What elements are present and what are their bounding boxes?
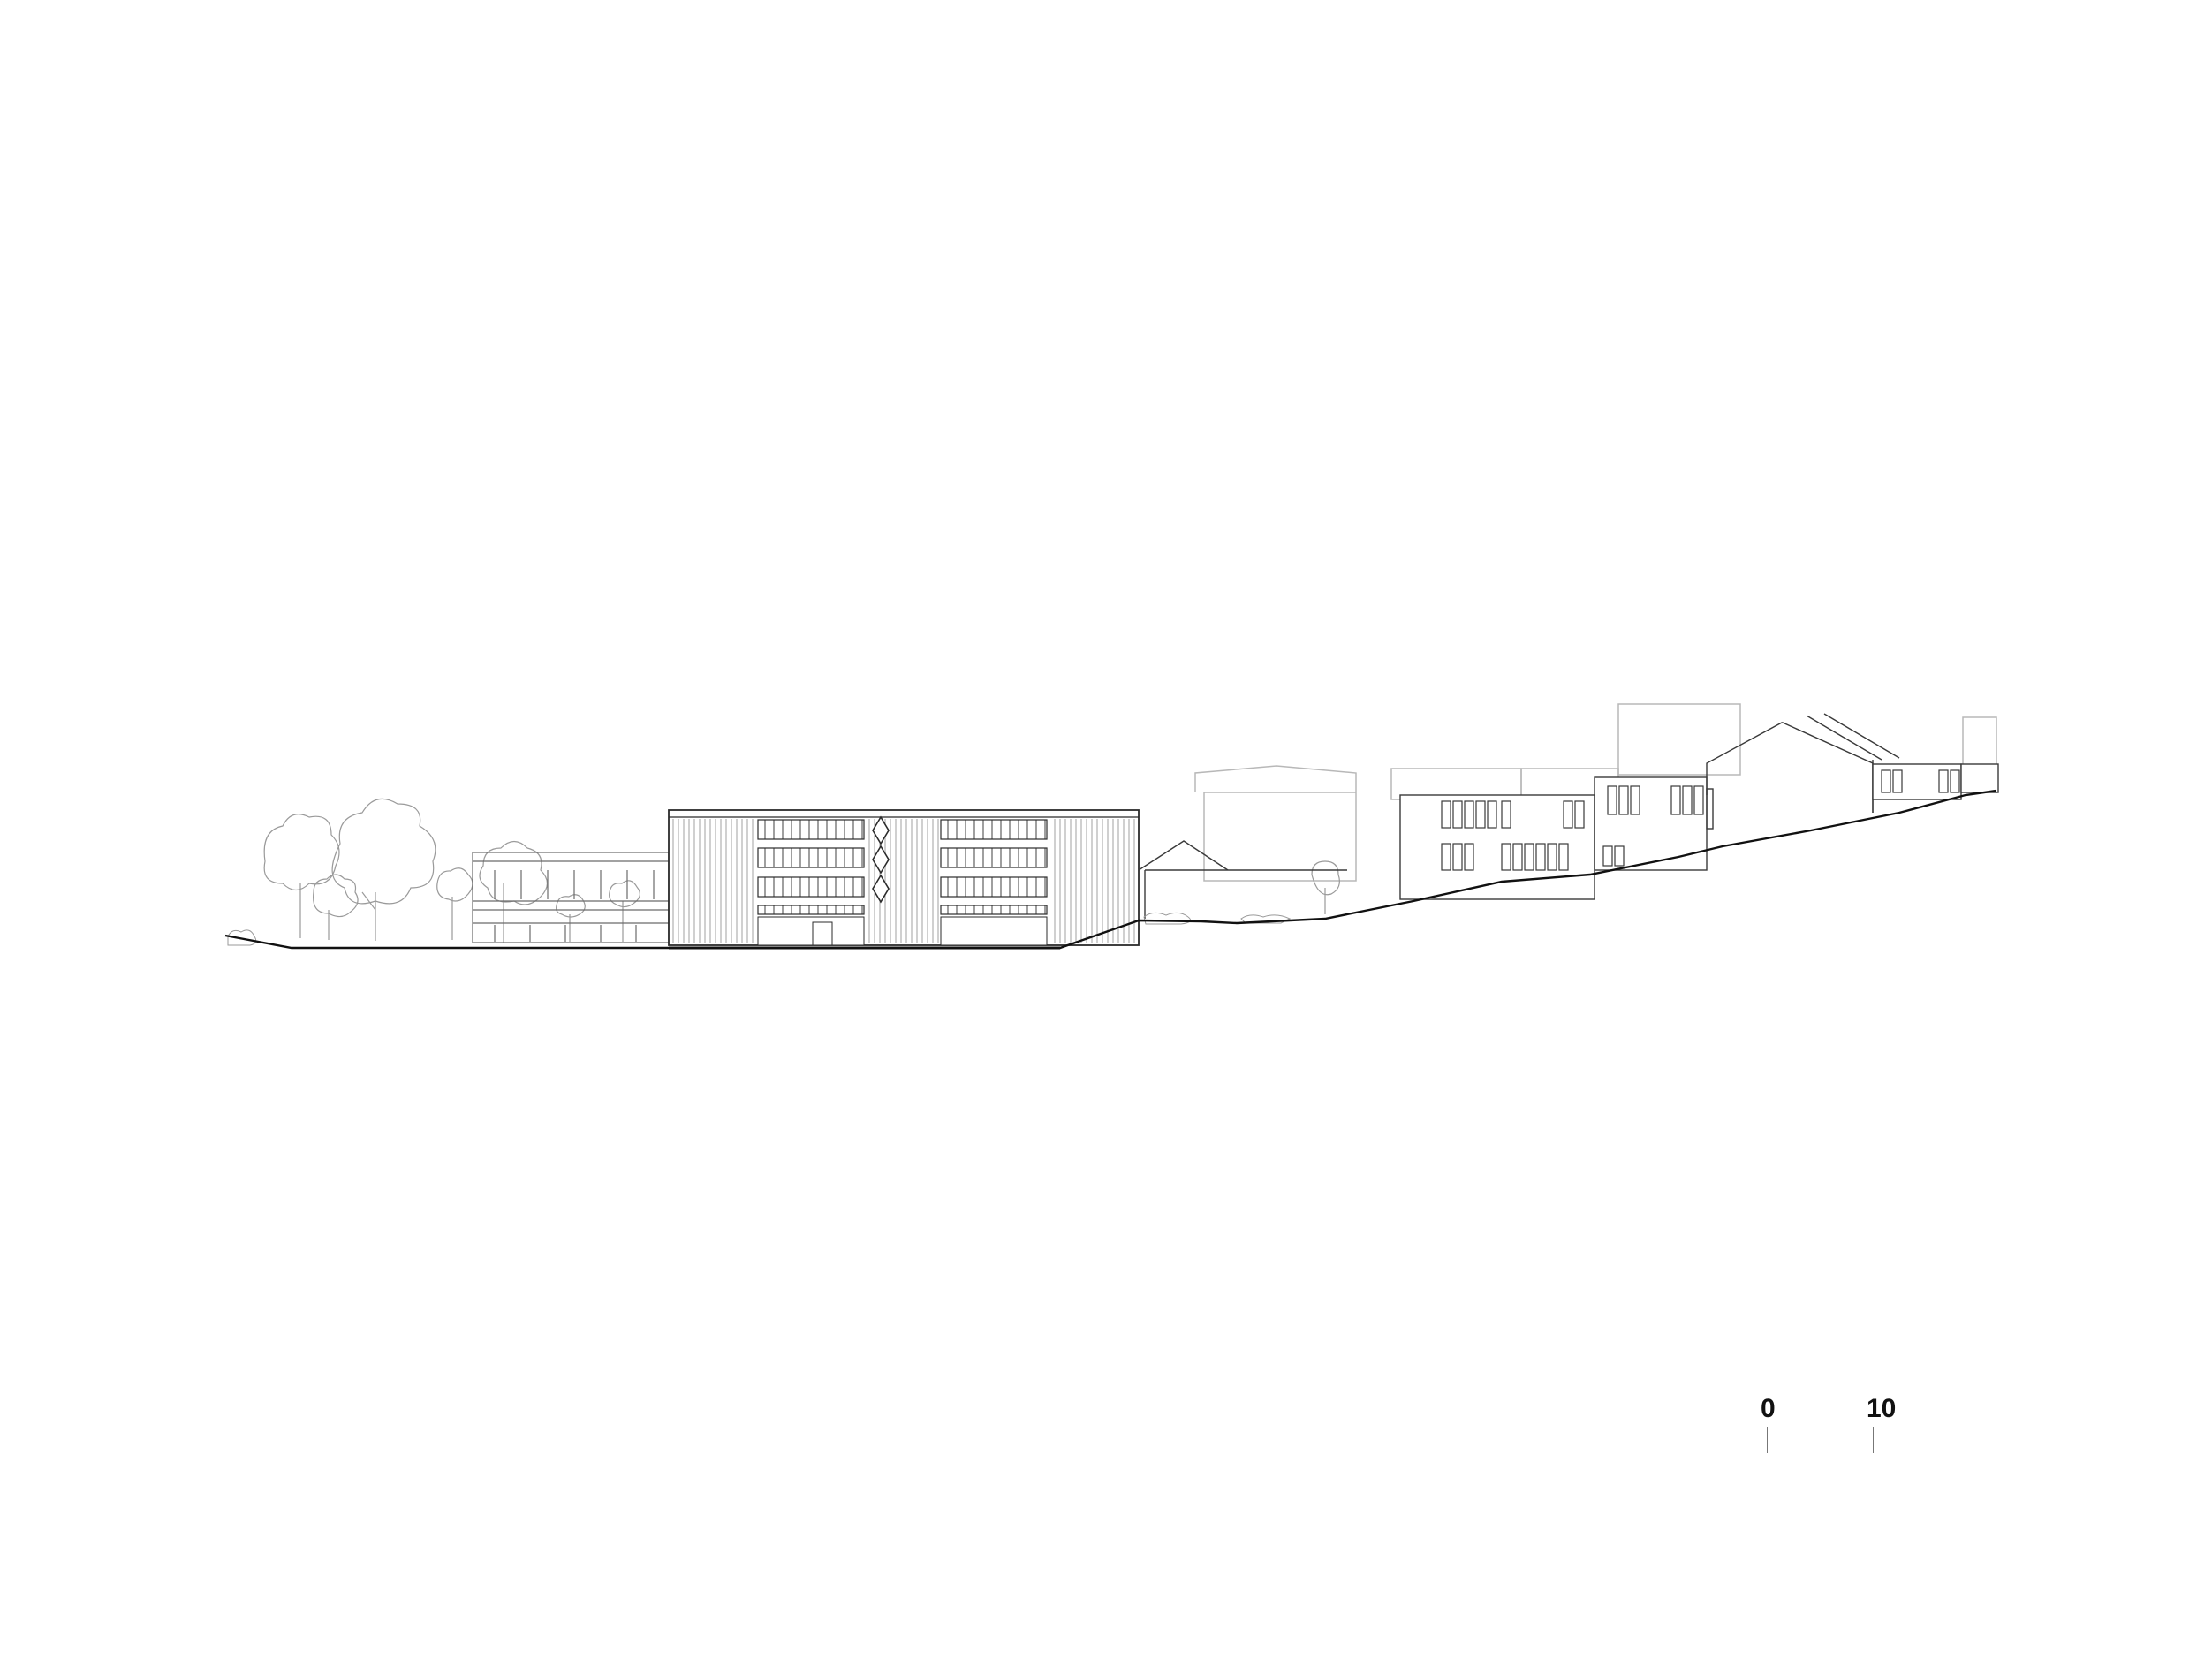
scale-bar-start-tick <box>1767 1427 1768 1453</box>
hillside-window <box>1618 785 1629 815</box>
window-bands <box>757 819 1048 915</box>
scale-bar-start-label: 0 <box>1761 1394 1776 1423</box>
window-band <box>757 876 865 898</box>
window-band <box>940 847 1048 868</box>
hillside-window <box>1487 800 1497 829</box>
hillside-window <box>1563 800 1573 829</box>
shrubs <box>227 912 1292 946</box>
hillside-buildings <box>1138 713 1999 919</box>
vertical-cladding <box>672 819 1135 943</box>
hillside-window <box>1452 843 1463 871</box>
hillside-window <box>1501 843 1511 871</box>
window-band <box>940 876 1048 898</box>
tree <box>313 874 359 940</box>
hillside-window <box>1693 785 1704 815</box>
tree <box>609 880 640 942</box>
hillside-window <box>1501 800 1511 829</box>
hillside-window <box>1670 785 1681 815</box>
window-band <box>757 905 865 915</box>
hillside-window <box>1682 785 1693 815</box>
hillside-window <box>1558 843 1569 871</box>
hillside-window <box>1464 800 1474 829</box>
hillside-window <box>1607 785 1617 815</box>
hillside-window <box>1602 845 1613 867</box>
hillside-window <box>1452 800 1463 829</box>
window-band <box>940 905 1048 915</box>
hillside-window <box>1630 785 1640 815</box>
hillside-window <box>1950 769 1960 793</box>
window-band <box>757 819 865 840</box>
window-band <box>940 819 1048 840</box>
hillside-window <box>1441 843 1451 871</box>
window-band <box>757 847 865 868</box>
hillside-windows <box>1441 769 1960 871</box>
trees-left <box>263 798 1340 943</box>
diamond-ornament <box>872 815 890 845</box>
tree <box>436 867 473 940</box>
hillside-window <box>1475 800 1486 829</box>
hillside-window <box>1892 769 1903 793</box>
diamond-ornament <box>872 845 890 875</box>
hillside-window <box>1614 845 1625 867</box>
scale-bar-end-tick <box>1873 1427 1874 1453</box>
tree <box>1311 860 1340 914</box>
tree <box>263 814 340 938</box>
main-building-facade <box>668 809 1140 946</box>
scale-bar-end-label: 10 <box>1867 1394 1897 1423</box>
hillside-window <box>1441 800 1451 829</box>
hillside-window <box>1535 843 1546 871</box>
hillside-window <box>1574 800 1585 829</box>
tree <box>479 840 549 943</box>
hillside-window <box>1512 843 1523 871</box>
diamond-ornament <box>872 874 890 904</box>
hillside-window <box>1881 769 1891 793</box>
diamond-ornaments <box>872 815 890 904</box>
hillside-window <box>1524 843 1534 871</box>
low-building <box>472 852 670 943</box>
hillside-window <box>1938 769 1949 793</box>
ground-floor <box>757 916 1048 946</box>
tree <box>331 798 436 941</box>
main-building <box>668 809 1140 946</box>
hillside-window <box>1464 843 1474 871</box>
tree <box>556 894 586 942</box>
hillside-window <box>1547 843 1557 871</box>
